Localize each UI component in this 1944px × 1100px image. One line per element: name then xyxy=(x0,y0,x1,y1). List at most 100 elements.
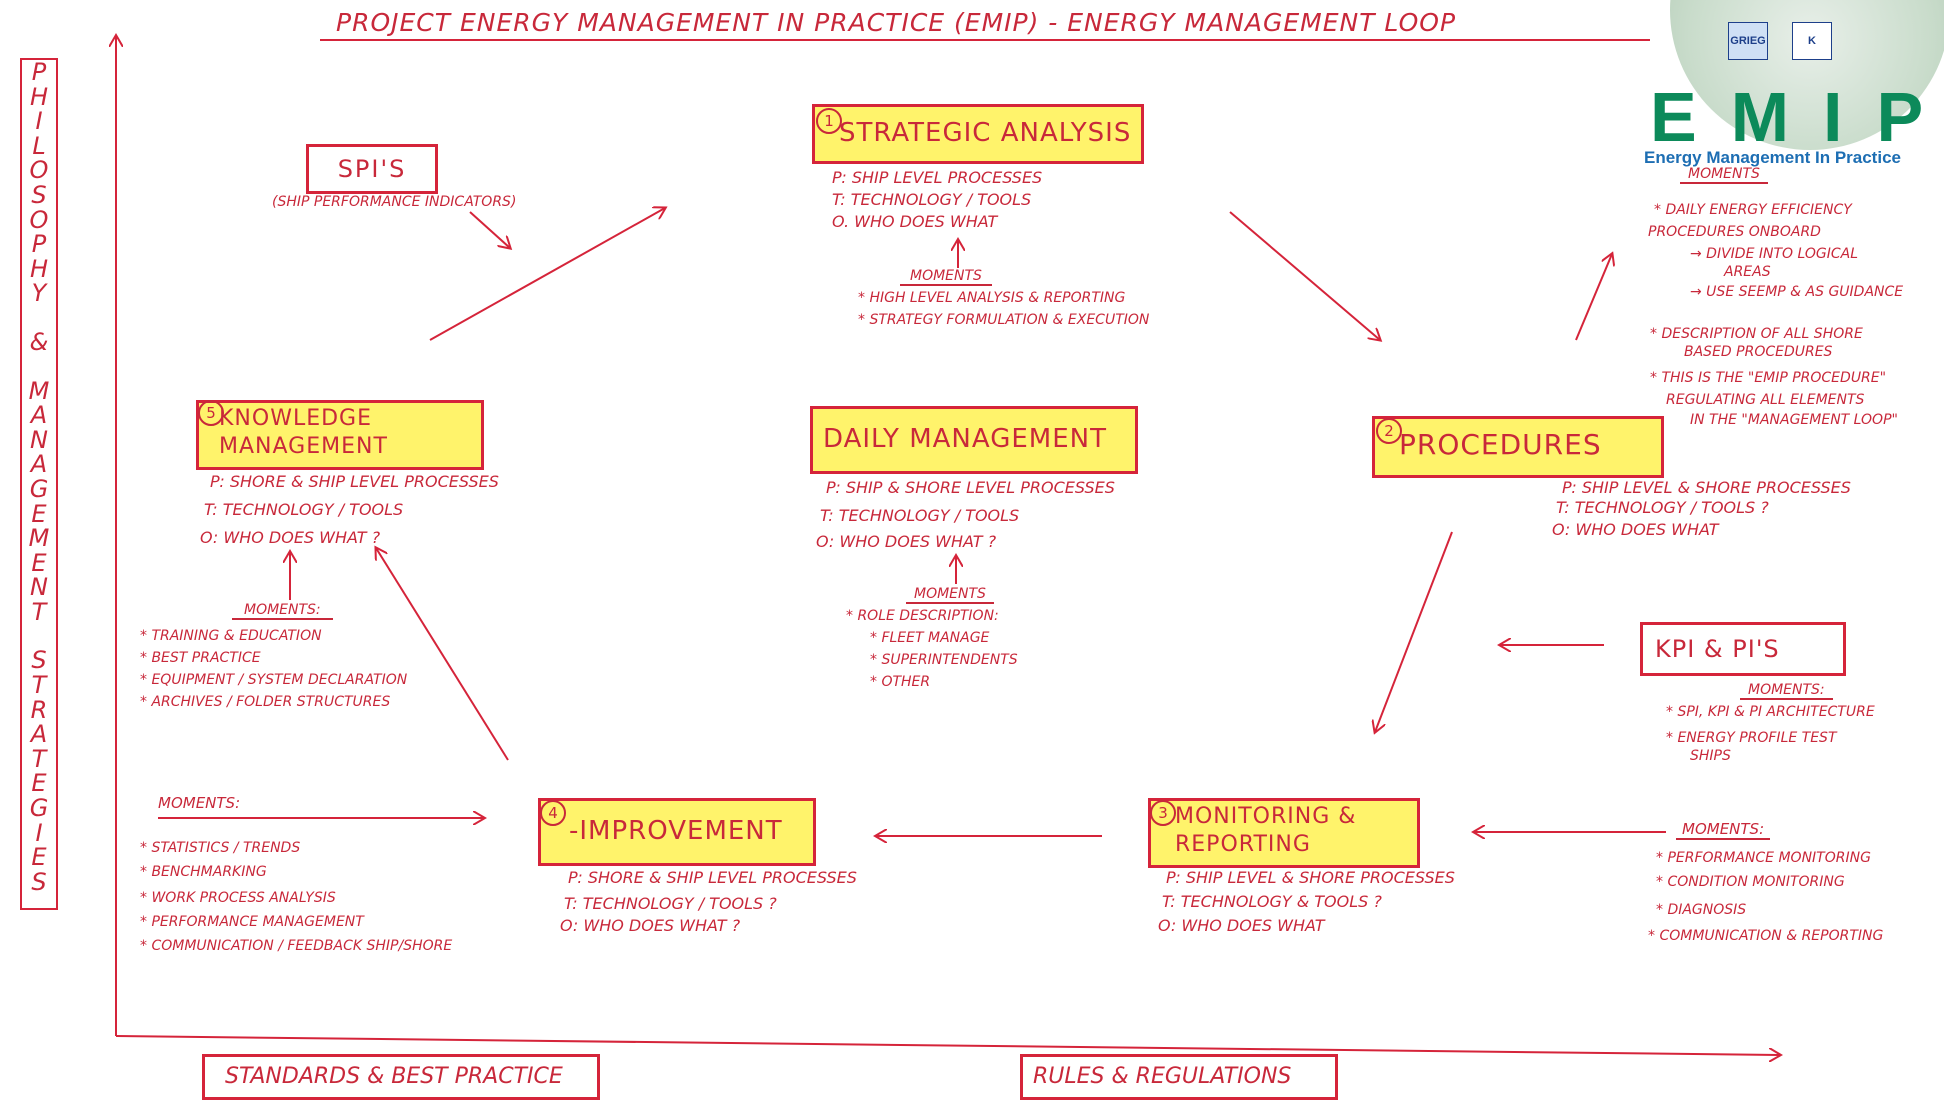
procedures-box: PROCEDURES xyxy=(1372,416,1664,478)
daily-management-box: DAILY MANAGEMENT xyxy=(810,406,1138,474)
strategic-moments-title: MOMENTS xyxy=(900,268,992,286)
vertical-label-letter: M xyxy=(28,376,50,405)
improvement-moment-4: * PERFORMANCE MANAGEMENT xyxy=(140,914,364,930)
strategic-t: T: TECHNOLOGY / TOOLS xyxy=(832,190,1032,209)
improvement-box: -IMPROVEMENT xyxy=(538,798,816,866)
kpi-moment-1: * SPI, KPI & PI ARCHITECTURE xyxy=(1666,704,1875,720)
vertical-label-letter: S xyxy=(31,646,47,675)
procedures-moment-4: AREAS xyxy=(1724,264,1771,280)
procedures-o: O: WHO DOES WHAT xyxy=(1552,520,1719,539)
procedures-moment-6: * DESCRIPTION OF ALL SHORE xyxy=(1650,326,1863,342)
monitoring-moment-1: * PERFORMANCE MONITORING xyxy=(1656,850,1871,866)
logo-letters: EMIP xyxy=(1650,78,1944,156)
vertical-label-letter: G xyxy=(29,794,49,823)
strategic-analysis-label: STRATEGIC ANALYSIS xyxy=(839,118,1132,148)
daily-moments-title: MOMENTS xyxy=(906,586,994,604)
strategic-p: P: SHIP LEVEL PROCESSES xyxy=(832,168,1043,187)
step-number-4: 4 xyxy=(540,800,566,826)
improvement-moment-2: * BENCHMARKING xyxy=(140,864,267,880)
step-number-2: 2 xyxy=(1376,418,1402,444)
rules-label: RULES & REGULATIONS xyxy=(1033,1064,1292,1089)
vertical-label-letter: O xyxy=(29,156,49,185)
rules-regulations-box: RULES & REGULATIONS xyxy=(1020,1054,1338,1100)
monitoring-t: T: TECHNOLOGY & TOOLS ? xyxy=(1162,892,1382,911)
procedures-t: T: TECHNOLOGY / TOOLS ? xyxy=(1556,498,1769,517)
vertical-label-letter xyxy=(22,355,56,379)
kpi-label: KPI & PI'S xyxy=(1655,635,1780,663)
improvement-moment-3: * WORK PROCESS ANALYSIS xyxy=(140,890,336,906)
spi-note: (SHIP PERFORMANCE INDICATORS) xyxy=(272,194,517,210)
knowledge-label-line2: MANAGEMENT xyxy=(219,434,388,459)
daily-management-label: DAILY MANAGEMENT xyxy=(823,424,1107,454)
emip-logo: GRIEG K EMIP Energy Management In Practi… xyxy=(1630,0,1944,175)
x-axis xyxy=(115,1035,1780,1055)
strategic-moment-2: * STRATEGY FORMULATION & EXECUTION xyxy=(858,312,1150,328)
monitoring-label-line2: REPORTING xyxy=(1175,832,1311,857)
procedures-moment-8: * THIS IS THE "EMIP PROCEDURE" xyxy=(1650,370,1887,386)
procedures-moment-10: IN THE "MANAGEMENT LOOP" xyxy=(1690,412,1898,428)
vertical-label-letter: T xyxy=(31,671,47,700)
monitoring-moment-2: * CONDITION MONITORING xyxy=(1656,874,1845,890)
procedures-p: P: SHIP LEVEL & SHORE PROCESSES xyxy=(1562,478,1851,497)
daily-p: P: SHIP & SHORE LEVEL PROCESSES xyxy=(826,478,1115,497)
vertical-label-letter: A xyxy=(30,401,48,430)
strategic-analysis-box: STRATEGIC ANALYSIS xyxy=(812,104,1144,164)
vertical-label-letter: I xyxy=(35,107,43,136)
strategic-o: O. WHO DOES WHAT xyxy=(832,212,998,231)
vertical-label-letter: N xyxy=(30,573,48,602)
vertical-label-letter: A xyxy=(30,450,48,479)
step-number-5: 5 xyxy=(198,400,224,426)
improvement-label: -IMPROVEMENT xyxy=(569,816,783,846)
vertical-label-letter: A xyxy=(30,720,48,749)
knowledge-moment-4: * ARCHIVES / FOLDER STRUCTURES xyxy=(140,694,391,710)
standards-best-practice-box: STANDARDS & BEST PRACTICE xyxy=(202,1054,600,1100)
procedures-moments-title: MOMENTS xyxy=(1680,166,1768,184)
vertical-label-letter: H xyxy=(29,254,49,283)
knowledge-management-box: KNOWLEDGE MANAGEMENT xyxy=(196,400,484,470)
logo-tagline: Energy Management In Practice xyxy=(1644,148,1901,167)
vertical-label-letter: P xyxy=(31,58,47,86)
monitoring-p: P: SHIP LEVEL & SHORE PROCESSES xyxy=(1166,868,1455,887)
procedures-moment-9: REGULATING ALL ELEMENTS xyxy=(1666,392,1865,408)
vertical-label-letter: E xyxy=(31,769,47,798)
procedures-moment-5: → USE SEEMP & AS GUIDANCE xyxy=(1690,284,1904,300)
procedures-moment-1: * DAILY ENERGY EFFICIENCY xyxy=(1654,202,1852,218)
vertical-label-letter: S xyxy=(31,867,47,896)
improvement-t: T: TECHNOLOGY / TOOLS ? xyxy=(564,894,777,913)
vertical-label-letter: S xyxy=(31,180,47,209)
monitoring-reporting-box: MONITORING & REPORTING xyxy=(1148,798,1420,868)
procedures-moment-3: → DIVIDE INTO LOGICAL xyxy=(1690,246,1859,262)
vertical-label-letter: & xyxy=(29,327,49,356)
improvement-moment-5: * COMMUNICATION / FEEDBACK SHIP/SHORE xyxy=(140,938,453,954)
vertical-label-letter: L xyxy=(32,131,46,160)
vertical-label-letter: E xyxy=(31,499,47,528)
improvement-moments-title: MOMENTS: xyxy=(158,794,241,812)
step-number-3: 3 xyxy=(1150,800,1176,826)
vertical-label-letter: P xyxy=(31,230,47,259)
procedures-moment-2: PROCEDURES ONBOARD xyxy=(1648,224,1821,240)
daily-moment-3: * SUPERINTENDENTS xyxy=(870,652,1018,668)
vertical-label-letter xyxy=(22,624,56,648)
vertical-label-letter: H xyxy=(29,82,49,111)
strategic-moment-1: * HIGH LEVEL ANALYSIS & REPORTING xyxy=(858,290,1126,306)
monitoring-moment-3: * DIAGNOSIS xyxy=(1656,902,1747,918)
vertical-label-letter: R xyxy=(30,695,48,724)
kpi-moment-2: * ENERGY PROFILE TEST xyxy=(1666,730,1837,746)
arrow-procedures-moments xyxy=(1575,254,1612,341)
monitoring-label-line1: MONITORING & xyxy=(1175,804,1357,829)
vertical-label-letter: O xyxy=(29,205,49,234)
vertical-label-letter: I xyxy=(35,818,43,847)
arrow-procedures-to-monitoring xyxy=(1375,531,1453,732)
page-title: PROJECT ENERGY MANAGEMENT IN PRACTICE (E… xyxy=(336,8,1457,37)
daily-moment-1: * ROLE DESCRIPTION: xyxy=(846,608,999,624)
vertical-label-letter: E xyxy=(31,548,47,577)
daily-moment-2: * FLEET MANAGE xyxy=(870,630,990,646)
knowledge-label-line1: KNOWLEDGE xyxy=(219,406,372,431)
improvement-o: O: WHO DOES WHAT ? xyxy=(560,916,741,935)
knowledge-o: O: WHO DOES WHAT ? xyxy=(200,528,381,547)
knowledge-moments-title: MOMENTS: xyxy=(232,602,333,620)
monitoring-moment-4: * COMMUNICATION & REPORTING xyxy=(1648,928,1884,944)
monitoring-o: O: WHO DOES WHAT xyxy=(1158,916,1325,935)
